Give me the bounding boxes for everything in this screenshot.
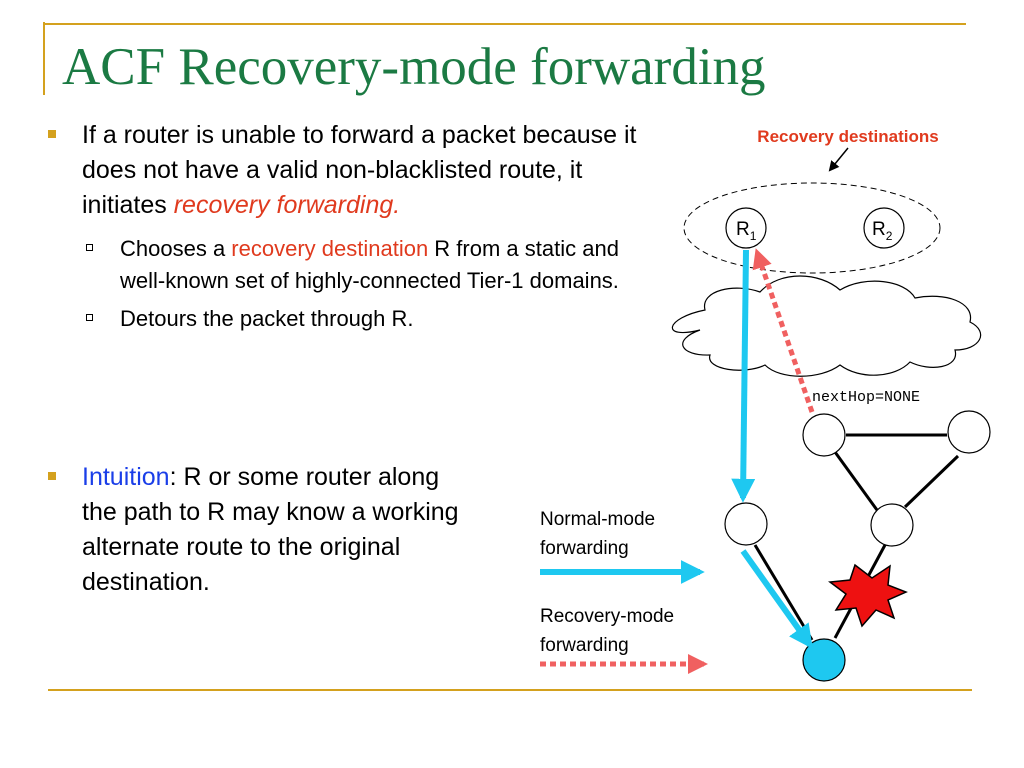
link-bottom-left	[753, 544, 814, 641]
subbullet-hollow-square-icon	[86, 244, 93, 251]
recovery-destinations-label: Recovery destinations	[757, 127, 938, 146]
bullet-text: : R or some router along the path to R m…	[82, 463, 459, 596]
bullet-square-icon	[48, 472, 56, 480]
subbullet-text-prefix: Chooses a	[120, 236, 232, 261]
legend-recovery-line1: Recovery-mode	[540, 606, 674, 627]
subbullet-hollow-square-icon	[86, 313, 93, 321]
router-mid-left	[724, 502, 768, 546]
recovery-destinations-pointer	[828, 147, 849, 172]
recovery-forwarding-emphasis: recovery forwarding.	[173, 191, 401, 219]
intuition-emphasis: Intuition	[82, 463, 170, 491]
slide-body: If a router is unable to forward a packe…	[44, 118, 644, 335]
network-cloud	[671, 275, 982, 377]
recovery-destination-emphasis: recovery destination	[231, 236, 429, 261]
legend-recovery-label: Recovery-mode forwarding	[540, 606, 679, 656]
router-r2-label: R2	[872, 219, 893, 243]
recovery-destinations-set	[683, 182, 941, 274]
legend-normal-line2: forwarding	[540, 538, 629, 559]
bullet-square-icon	[48, 130, 56, 138]
router-mid-right	[870, 503, 914, 547]
legend-normal-line1: Normal-mode	[540, 509, 655, 530]
router-top-right	[947, 410, 991, 454]
subbullet-text-suffix: R from a static and well-known set of hi…	[120, 236, 619, 293]
bullet-intuition: Intuition: R or some router along the pa…	[44, 460, 464, 600]
router-r1-label: R1	[736, 219, 757, 243]
bullet-recovery-initiation: If a router is unable to forward a packe…	[44, 118, 644, 223]
link-right-diagonal	[903, 454, 960, 509]
link-failure-icon	[828, 563, 908, 628]
slide-body-intuition: Intuition: R or some router along the pa…	[44, 460, 464, 600]
router-r2-letter: R	[872, 219, 886, 240]
router-r2	[863, 207, 905, 249]
normal-forwarding-path-to-source	[740, 549, 813, 649]
recovery-forwarding-path	[752, 248, 815, 413]
page-title: ACF Recovery-mode forwarding	[62, 38, 766, 96]
normal-forwarding-path-down	[731, 249, 756, 503]
next-hop-label: nextHop=NONE	[812, 389, 920, 406]
router-source	[802, 638, 846, 682]
link-left-diagonal	[833, 451, 879, 511]
router-r1	[725, 207, 767, 249]
legend-normal-label: Normal-mode forwarding	[540, 509, 660, 559]
legend-recovery-line2: forwarding	[540, 635, 629, 656]
subbullet-text: Detours the packet through R.	[120, 305, 414, 331]
router-top-left	[802, 413, 846, 457]
bullet-text: If a router is unable to forward a packe…	[82, 121, 637, 219]
router-r1-subscript: 1	[750, 229, 757, 243]
subbullet-detour: Detours the packet through R.	[44, 303, 644, 335]
router-r1-letter: R	[736, 219, 750, 240]
subbullet-choose-destination: Chooses a recovery destination R from a …	[44, 233, 644, 297]
router-r2-subscript: 2	[886, 229, 893, 243]
